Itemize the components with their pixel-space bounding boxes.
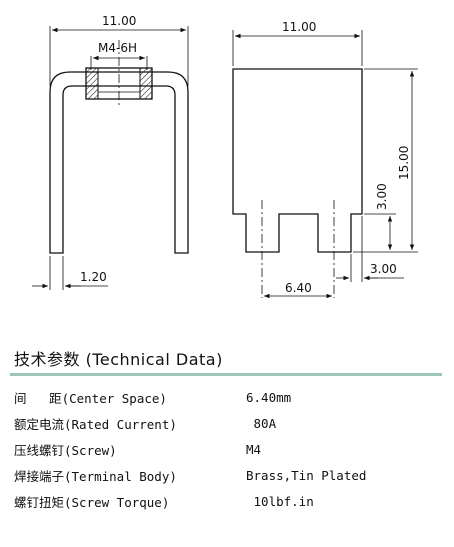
spec-value: 10lbf.in — [246, 493, 314, 509]
spec-label: 额定电流(Rated Current) — [14, 416, 177, 432]
height-dim: 15.00 — [397, 146, 411, 180]
pitch-dim: 6.40 — [285, 281, 312, 295]
spec-row-screw: 压线螺钉(Screw) M4 — [14, 436, 444, 462]
section-divider — [10, 373, 442, 376]
spec-label: 间 距(Center Space) — [14, 390, 167, 406]
technical-drawing: 11.00 M4-6H 1.20 11.00 — [32, 14, 418, 299]
spec-row-rated-current: 额定电流(Rated Current) 80A — [14, 410, 444, 436]
section-title: 技术参数 (Technical Data) — [14, 350, 223, 369]
left-view: 11.00 M4-6H 1.20 — [32, 14, 189, 290]
spec-label: 压线螺钉(Screw) — [14, 442, 117, 458]
spec-value: M4 — [246, 441, 262, 457]
spec-row-screw-torque: 螺钉扭矩(Screw Torque) 10lbf.in — [14, 488, 444, 514]
spec-row-terminal-body: 焊接端子(Terminal Body) Brass,Tin Plated — [14, 462, 444, 488]
right-view: 11.00 15.00 3.00 3.00 6.40 — [232, 20, 418, 299]
left-width-dim: 11.00 — [102, 14, 136, 28]
leg-thickness-dim: 1.20 — [80, 270, 107, 284]
slot-height-dim: 3.00 — [375, 183, 389, 210]
spec-label: 螺钉扭矩(Screw Torque) — [14, 494, 170, 510]
spec-label: 焊接端子(Terminal Body) — [14, 468, 177, 484]
spec-value: 80A — [246, 415, 277, 431]
thread-label: M4-6H — [98, 41, 137, 55]
slot-width-dim: 3.00 — [370, 262, 397, 276]
spec-list: 间 距(Center Space) 6.40mm 额定电流(Rated Curr… — [14, 384, 444, 514]
spec-value: Brass,Tin Plated — [246, 467, 367, 483]
spec-row-center-space: 间 距(Center Space) 6.40mm — [14, 384, 444, 410]
spec-value: 6.40mm — [246, 389, 292, 405]
right-width-dim: 11.00 — [282, 20, 316, 34]
